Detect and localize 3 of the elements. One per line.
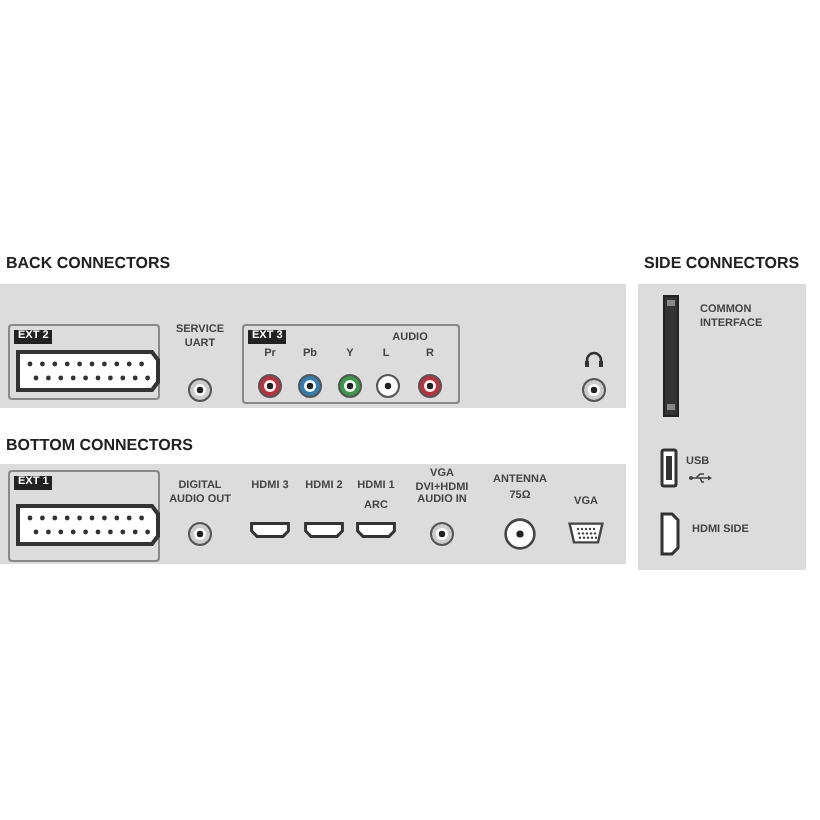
section-heading: BACK CONNECTORS bbox=[6, 254, 171, 272]
section-heading: BOTTOM CONNECTORS bbox=[6, 436, 193, 454]
section-heading: SIDE CONNECTORS bbox=[644, 254, 800, 272]
